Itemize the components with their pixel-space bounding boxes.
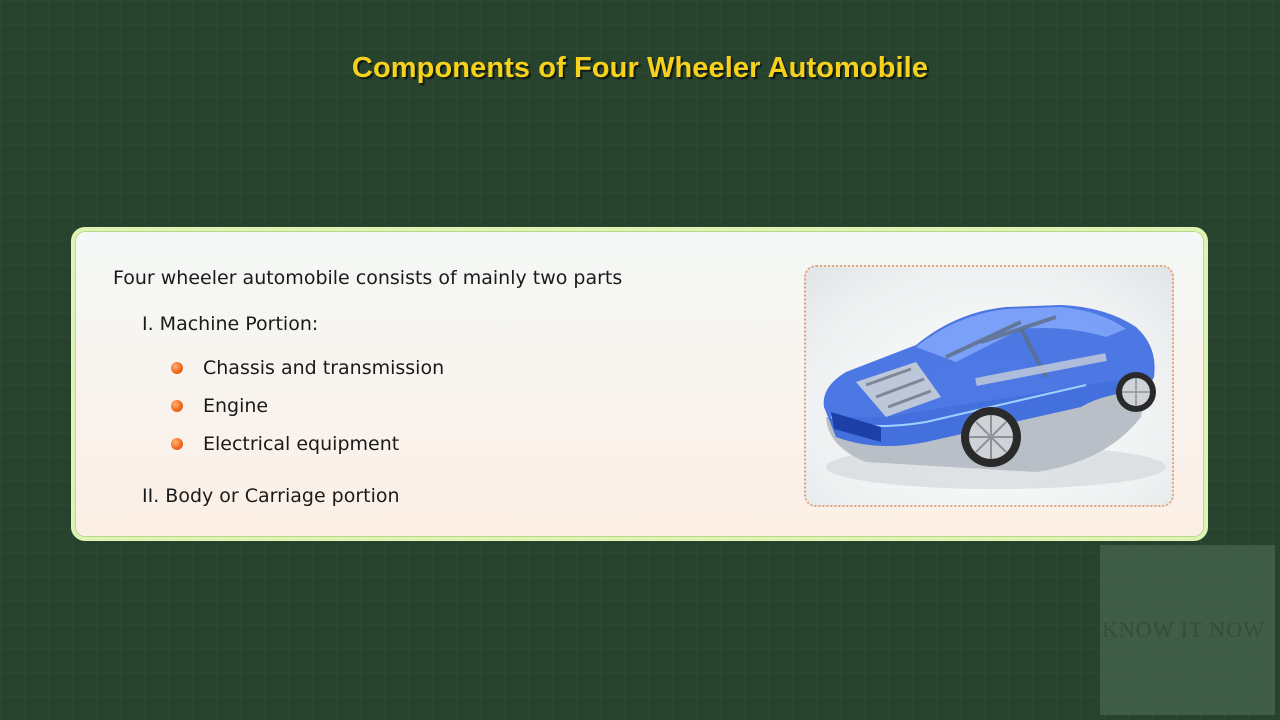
bullet-icon (171, 362, 183, 374)
machine-portion-list: Chassis and transmission Engine Electric… (171, 349, 444, 463)
slide-title: Components of Four Wheeler Automobile (351, 52, 929, 84)
watermark-text: KNOW IT NOW (1102, 617, 1265, 642)
list-item: Electrical equipment (171, 425, 444, 463)
bullet-icon (171, 438, 183, 450)
intro-text: Four wheeler automobile consists of main… (113, 267, 623, 289)
list-item-label: Engine (203, 395, 269, 417)
list-item: Chassis and transmission (171, 349, 444, 387)
list-item-label: Electrical equipment (203, 433, 400, 455)
bullet-icon (171, 400, 183, 412)
watermark-box: KNOW IT NOW (1100, 545, 1275, 715)
list-item: Engine (171, 387, 444, 425)
content-panel: Four wheeler automobile consists of main… (71, 227, 1208, 541)
car-chassis-icon (823, 305, 1166, 489)
section-heading-body-portion: II. Body or Carriage portion (142, 485, 400, 507)
section-heading-machine-portion: I. Machine Portion: (142, 313, 319, 335)
car-image-frame (804, 265, 1174, 507)
list-item-label: Chassis and transmission (203, 357, 445, 379)
